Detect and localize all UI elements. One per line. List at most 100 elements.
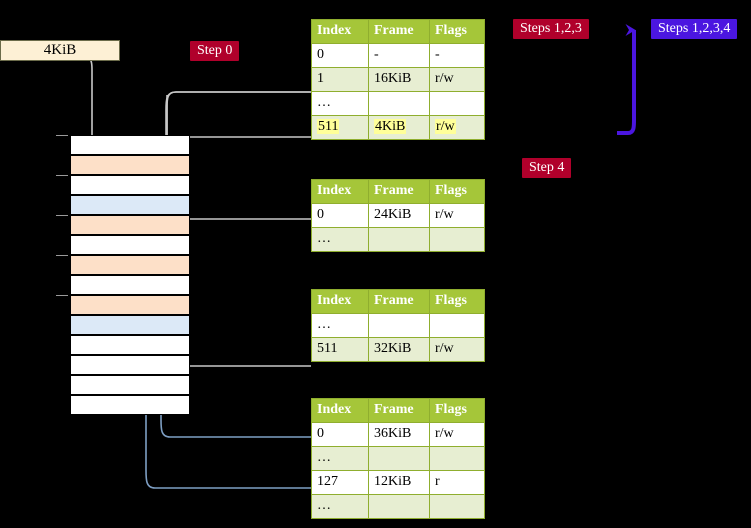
column-header-frame: Frame — [368, 19, 430, 44]
column-header-flags: Flags — [429, 179, 485, 204]
cell-frame: 32KiB — [368, 337, 430, 362]
wire-pt1-row0-out — [181, 218, 311, 266]
memory-frame — [70, 155, 190, 175]
memory-frame — [70, 235, 190, 255]
cell-index: 0 — [311, 203, 369, 228]
wire-4kib-to-frame — [59, 49, 98, 149]
memory-frame — [70, 295, 190, 315]
cell-index: … — [311, 313, 369, 338]
memory-frame-tick — [56, 295, 68, 296]
table-header-row: Index Frame Flags — [311, 19, 485, 44]
cell-frame: 12KiB — [368, 470, 430, 495]
badge-steps-1-2-3: Steps 1,2,3 — [513, 19, 589, 40]
table-header-row: Index Frame Flags — [311, 398, 485, 423]
cell-index: 127 — [311, 470, 369, 495]
memory-frame — [70, 175, 190, 195]
highlighted-value: 511 — [317, 119, 340, 134]
frame-size-label: 4KiB — [43, 42, 77, 58]
cell-index: 511 — [311, 337, 369, 362]
table-row: … — [311, 227, 485, 252]
memory-frame-tick — [56, 135, 68, 136]
memory-frame — [70, 255, 190, 275]
column-header-index: Index — [311, 179, 369, 204]
cell-flags: r/w — [429, 337, 485, 362]
cell-index: … — [311, 446, 369, 471]
cell-index: … — [311, 91, 369, 116]
memory-frame — [70, 335, 190, 355]
ellipsis: … — [317, 317, 332, 332]
table-row: … — [311, 446, 485, 471]
table-header-row: Index Frame Flags — [311, 289, 485, 314]
cell-frame — [368, 446, 430, 471]
cell-index: 0 — [311, 422, 369, 447]
column-header-index: Index — [311, 19, 369, 44]
cell-index: 0 — [311, 43, 369, 68]
cell-index: 511 — [311, 115, 369, 140]
cell-flags: r/w — [429, 115, 485, 140]
memory-frame — [70, 395, 190, 415]
column-header-frame: Frame — [368, 398, 430, 423]
table-row: … — [311, 91, 485, 116]
cell-frame — [368, 313, 430, 338]
cell-flags: r/w — [429, 422, 485, 447]
memory-frame — [70, 275, 190, 295]
memory-frame — [70, 215, 190, 235]
cell-flags — [429, 91, 485, 116]
cell-frame: 16KiB — [368, 67, 430, 92]
cell-frame: 36KiB — [368, 422, 430, 447]
cell-frame: 4KiB — [368, 115, 430, 140]
cell-frame — [368, 91, 430, 116]
cell-flags: - — [429, 43, 485, 68]
ellipsis: … — [317, 498, 332, 513]
badge-step-4: Step 4 — [522, 158, 572, 179]
column-header-index: Index — [311, 398, 369, 423]
cell-flags — [429, 494, 485, 519]
memory-frame-tick — [56, 255, 68, 256]
cell-frame: - — [368, 43, 430, 68]
cell-frame — [368, 494, 430, 519]
arrow-steps-loop — [617, 24, 636, 135]
cell-flags — [429, 313, 485, 338]
table-row: … — [311, 313, 485, 338]
highlighted-value: r/w — [435, 119, 456, 134]
memory-frame-tick — [56, 175, 68, 176]
column-header-frame: Frame — [368, 289, 430, 314]
memory-frame — [70, 315, 190, 335]
cell-index: 1 — [311, 67, 369, 92]
frame-size-box: 4KiB — [0, 40, 120, 61]
table-row: … — [311, 494, 485, 519]
cell-flags — [429, 227, 485, 252]
cell-flags: r/w — [429, 67, 485, 92]
column-header-flags: Flags — [429, 289, 485, 314]
memory-frame — [70, 355, 190, 375]
memory-frame-tick — [56, 215, 68, 216]
physical-memory-column — [56, 135, 190, 415]
cell-frame: 24KiB — [368, 203, 430, 228]
table-row: 511 4KiB r/w — [311, 115, 485, 140]
memory-frame — [70, 135, 190, 155]
ellipsis: … — [317, 231, 332, 246]
ellipsis: … — [317, 450, 332, 465]
badge-steps-1-2-3-4: Steps 1,2,3,4 — [651, 19, 738, 40]
cell-flags — [429, 446, 485, 471]
table-header-row: Index Frame Flags — [311, 179, 485, 204]
cell-index: … — [311, 494, 369, 519]
memory-frame — [70, 195, 190, 215]
column-header-flags: Flags — [429, 19, 485, 44]
cell-frame — [368, 227, 430, 252]
highlighted-value: 4KiB — [374, 119, 407, 134]
